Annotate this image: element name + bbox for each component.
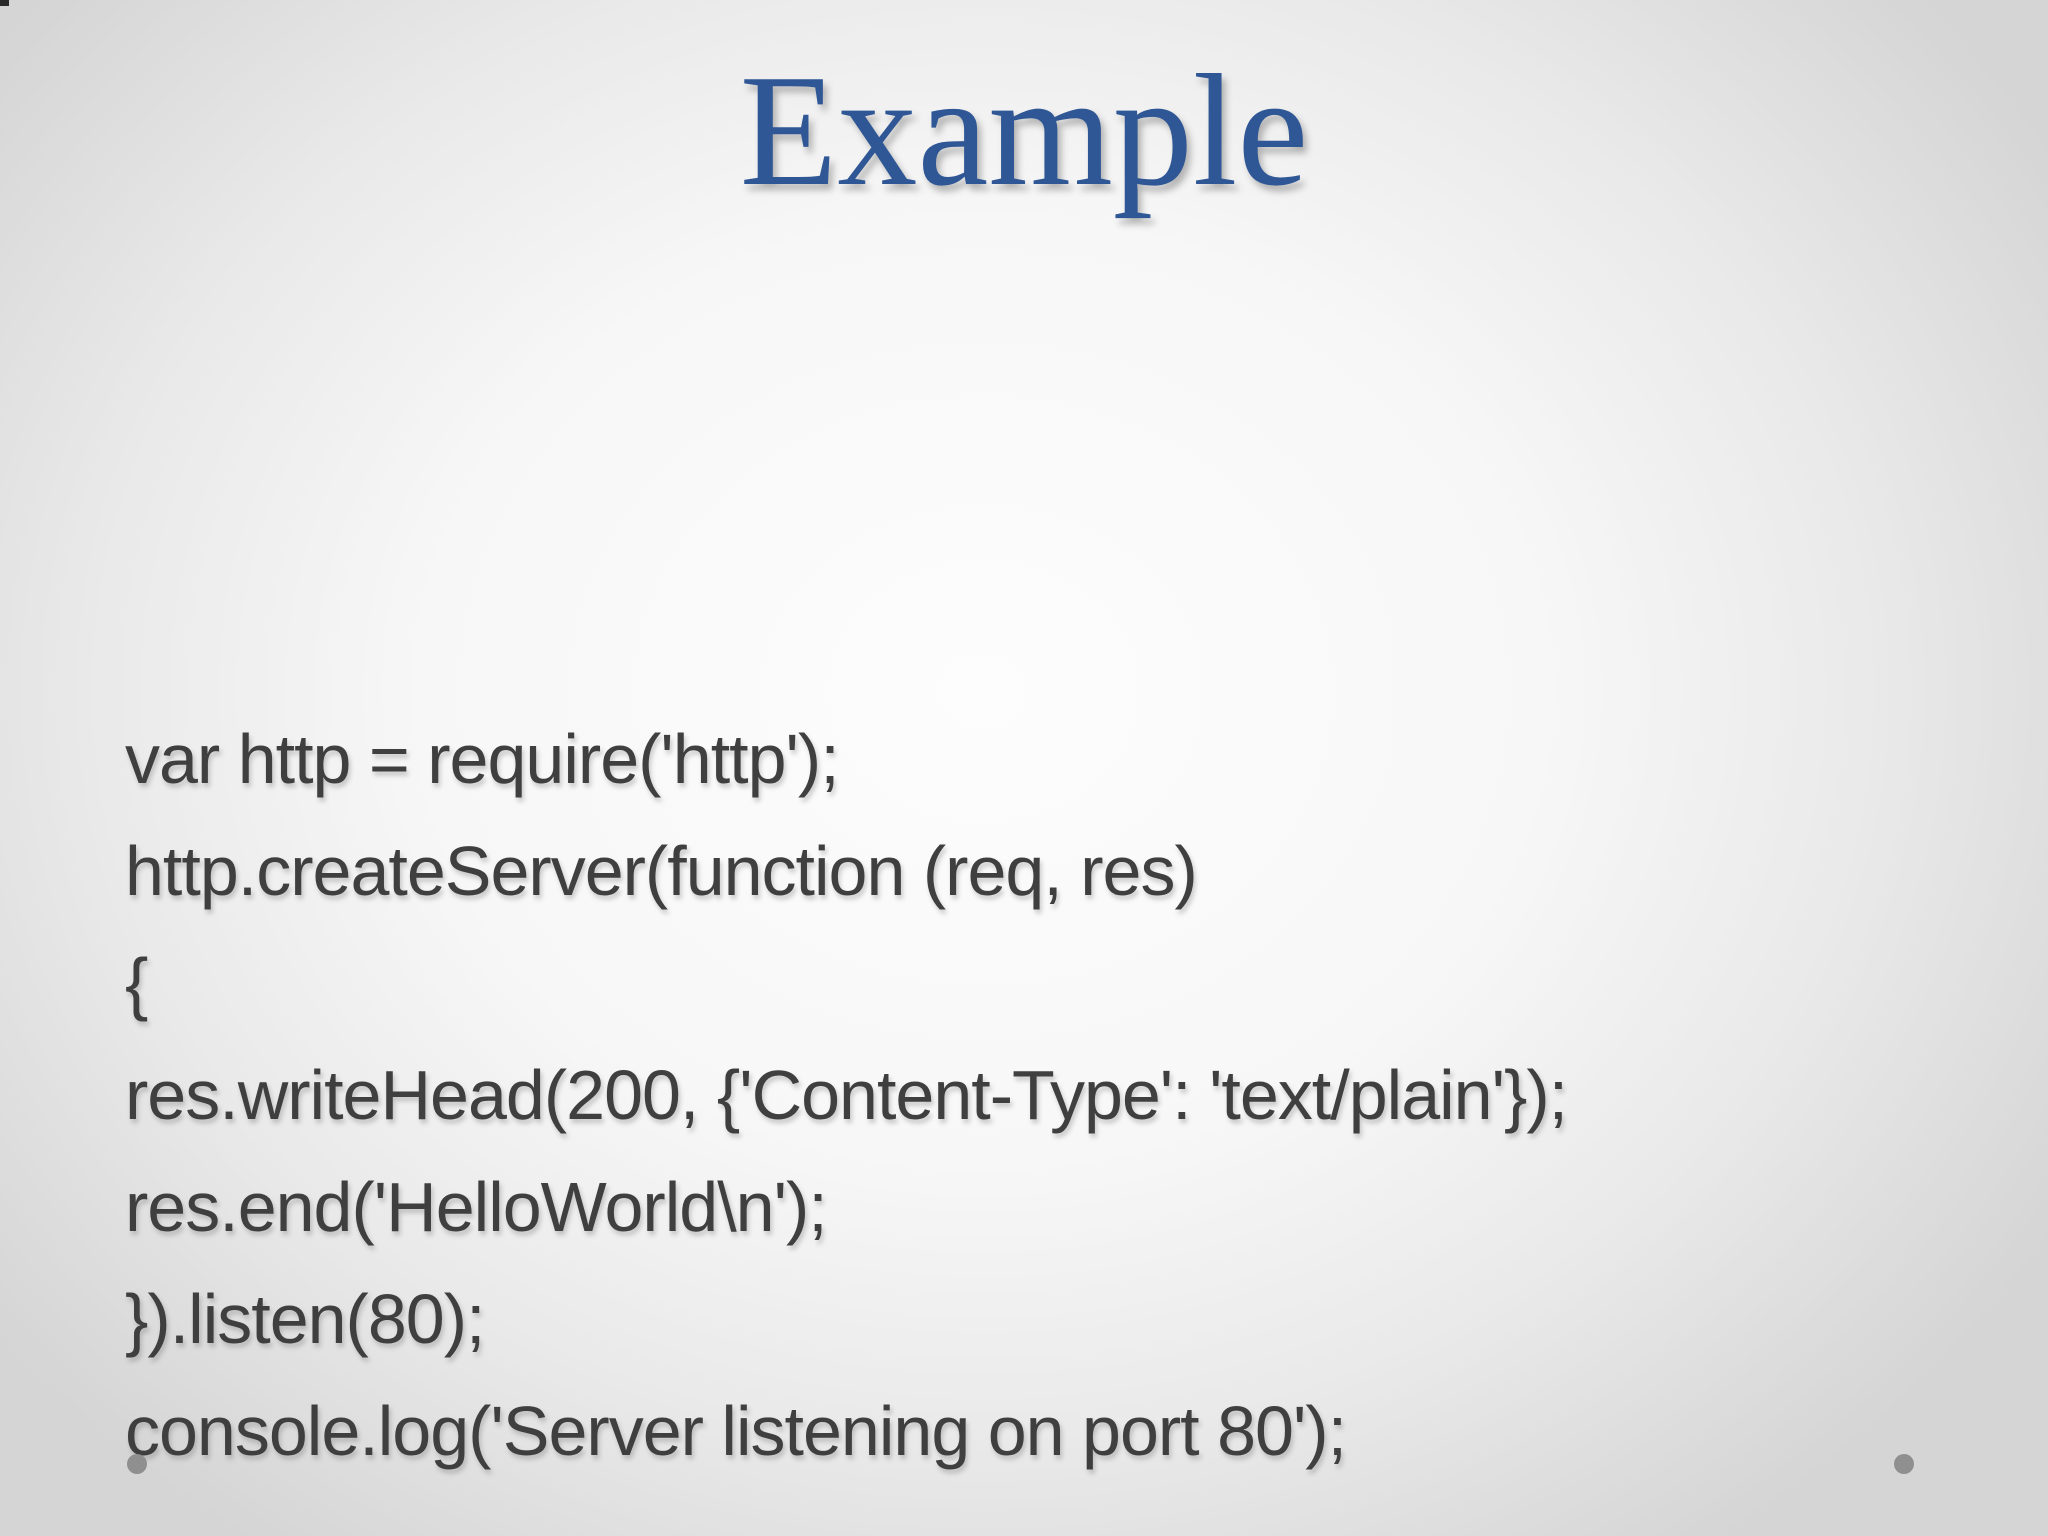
code-line: console.log('Server listening on port 80… — [125, 1392, 1347, 1470]
bottom-right-dot — [1894, 1454, 1914, 1474]
code-line: http.createServer(function (req, res) — [125, 832, 1198, 910]
code-line: res.end('HelloWorld\n'); — [125, 1168, 828, 1246]
code-line: }).listen(80); — [125, 1280, 485, 1358]
bottom-left-dot — [127, 1454, 147, 1474]
code-line: var http = require('http'); — [125, 720, 840, 798]
code-block: var http = require('http'); http.createSe… — [125, 367, 1968, 1487]
slide-title: Example — [739, 41, 1309, 219]
code-line: res.writeHead(200, {'Content-Type': 'tex… — [125, 1056, 1568, 1134]
code-line: { — [125, 944, 148, 1022]
corner-artifact — [0, 0, 9, 6]
